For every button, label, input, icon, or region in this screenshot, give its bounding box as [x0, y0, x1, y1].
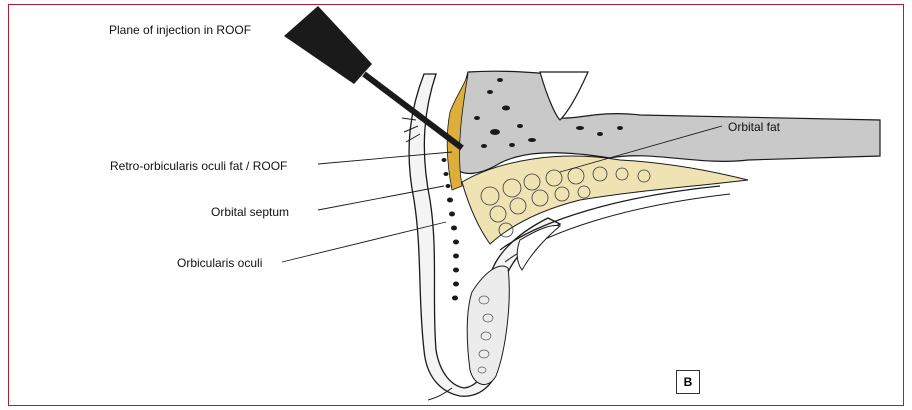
label-orbital-fat: Orbital fat	[728, 120, 780, 134]
label-orbital-septum: Orbital septum	[211, 205, 289, 219]
label-injection-plane: Plane of injection in ROOF	[109, 23, 251, 37]
label-roof: Retro-orbicularis oculi fat / ROOF	[110, 159, 287, 173]
panel-letter: B	[684, 375, 693, 389]
panel-label: B	[676, 370, 700, 394]
label-orbicularis-oculi: Orbicularis oculi	[177, 256, 262, 270]
orbital-roof-bone	[457, 71, 880, 173]
